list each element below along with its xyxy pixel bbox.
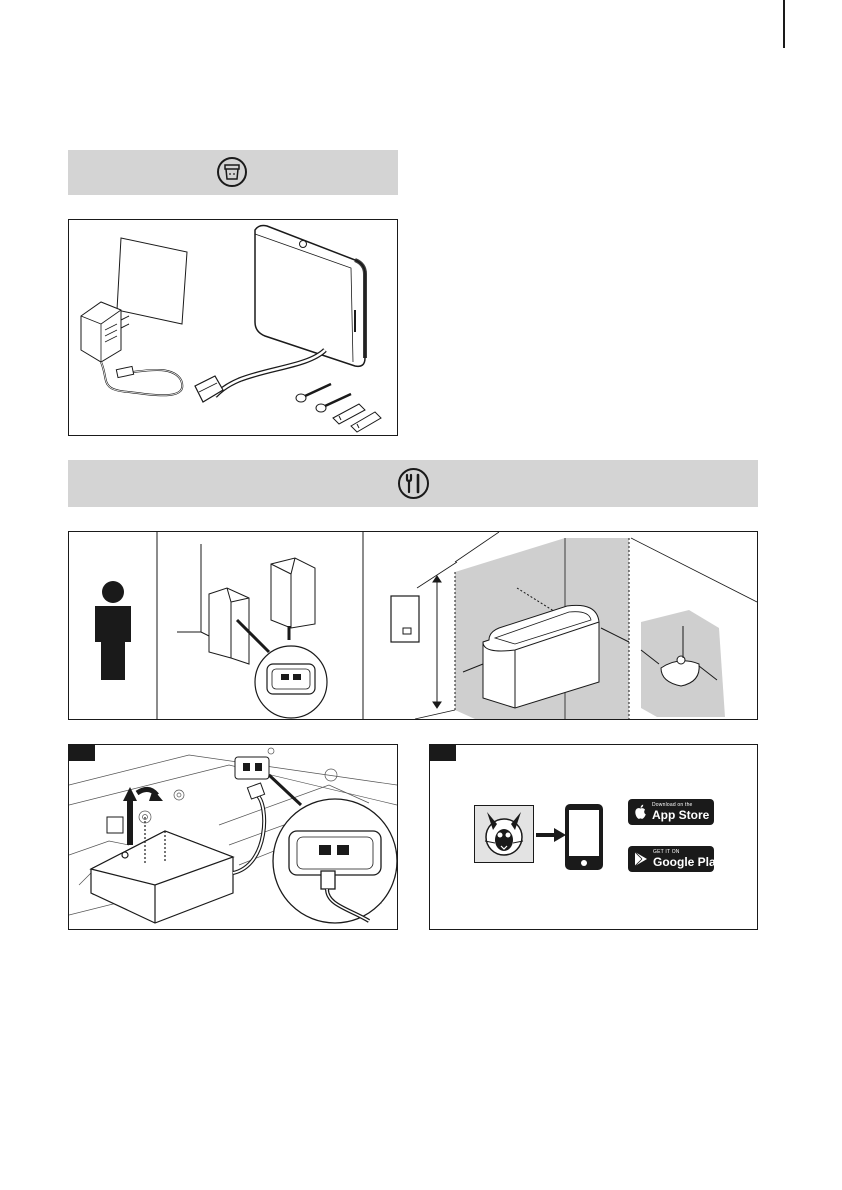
mounting-illustration (69, 745, 397, 929)
scope-of-delivery-bar (68, 150, 398, 195)
manual-sheet (117, 238, 187, 324)
tools-icon (397, 467, 430, 500)
mounting-step-panel (68, 744, 398, 930)
google-play-big-label: Google Play (653, 855, 722, 869)
scope-of-delivery-panel (68, 219, 398, 436)
smartphone-icon (564, 803, 604, 871)
top-rule (783, 0, 785, 48)
installation-requirements-panel (68, 531, 758, 720)
step-badge (69, 745, 95, 761)
placement-illustration (177, 544, 327, 718)
rabbit-logo-icon (475, 806, 533, 862)
google-play-badge[interactable]: GET IT ON Google Play (628, 846, 714, 872)
single-person-icon (95, 581, 131, 680)
app-store-badge[interactable]: Download on the App Store (628, 799, 714, 825)
mounting-screws (296, 384, 381, 432)
installation-requirements-illustration (69, 532, 757, 719)
hub-device (255, 226, 365, 367)
apple-icon (634, 804, 647, 820)
app-logo-tile (474, 805, 534, 863)
app-store-big-label: App Store (652, 808, 709, 822)
arrow-right-icon (536, 828, 566, 842)
zoom-detail (273, 799, 397, 923)
callout-box-a (107, 817, 123, 833)
box-contents-icon (216, 156, 248, 188)
app-step-panel: Download on the App Store GET IT ON Goog… (429, 744, 758, 930)
delivery-contents-illustration (69, 220, 397, 435)
bathroom-zones-illustration (391, 532, 757, 719)
step-badge (430, 745, 456, 761)
play-icon (634, 851, 648, 867)
installation-bar (68, 460, 758, 507)
